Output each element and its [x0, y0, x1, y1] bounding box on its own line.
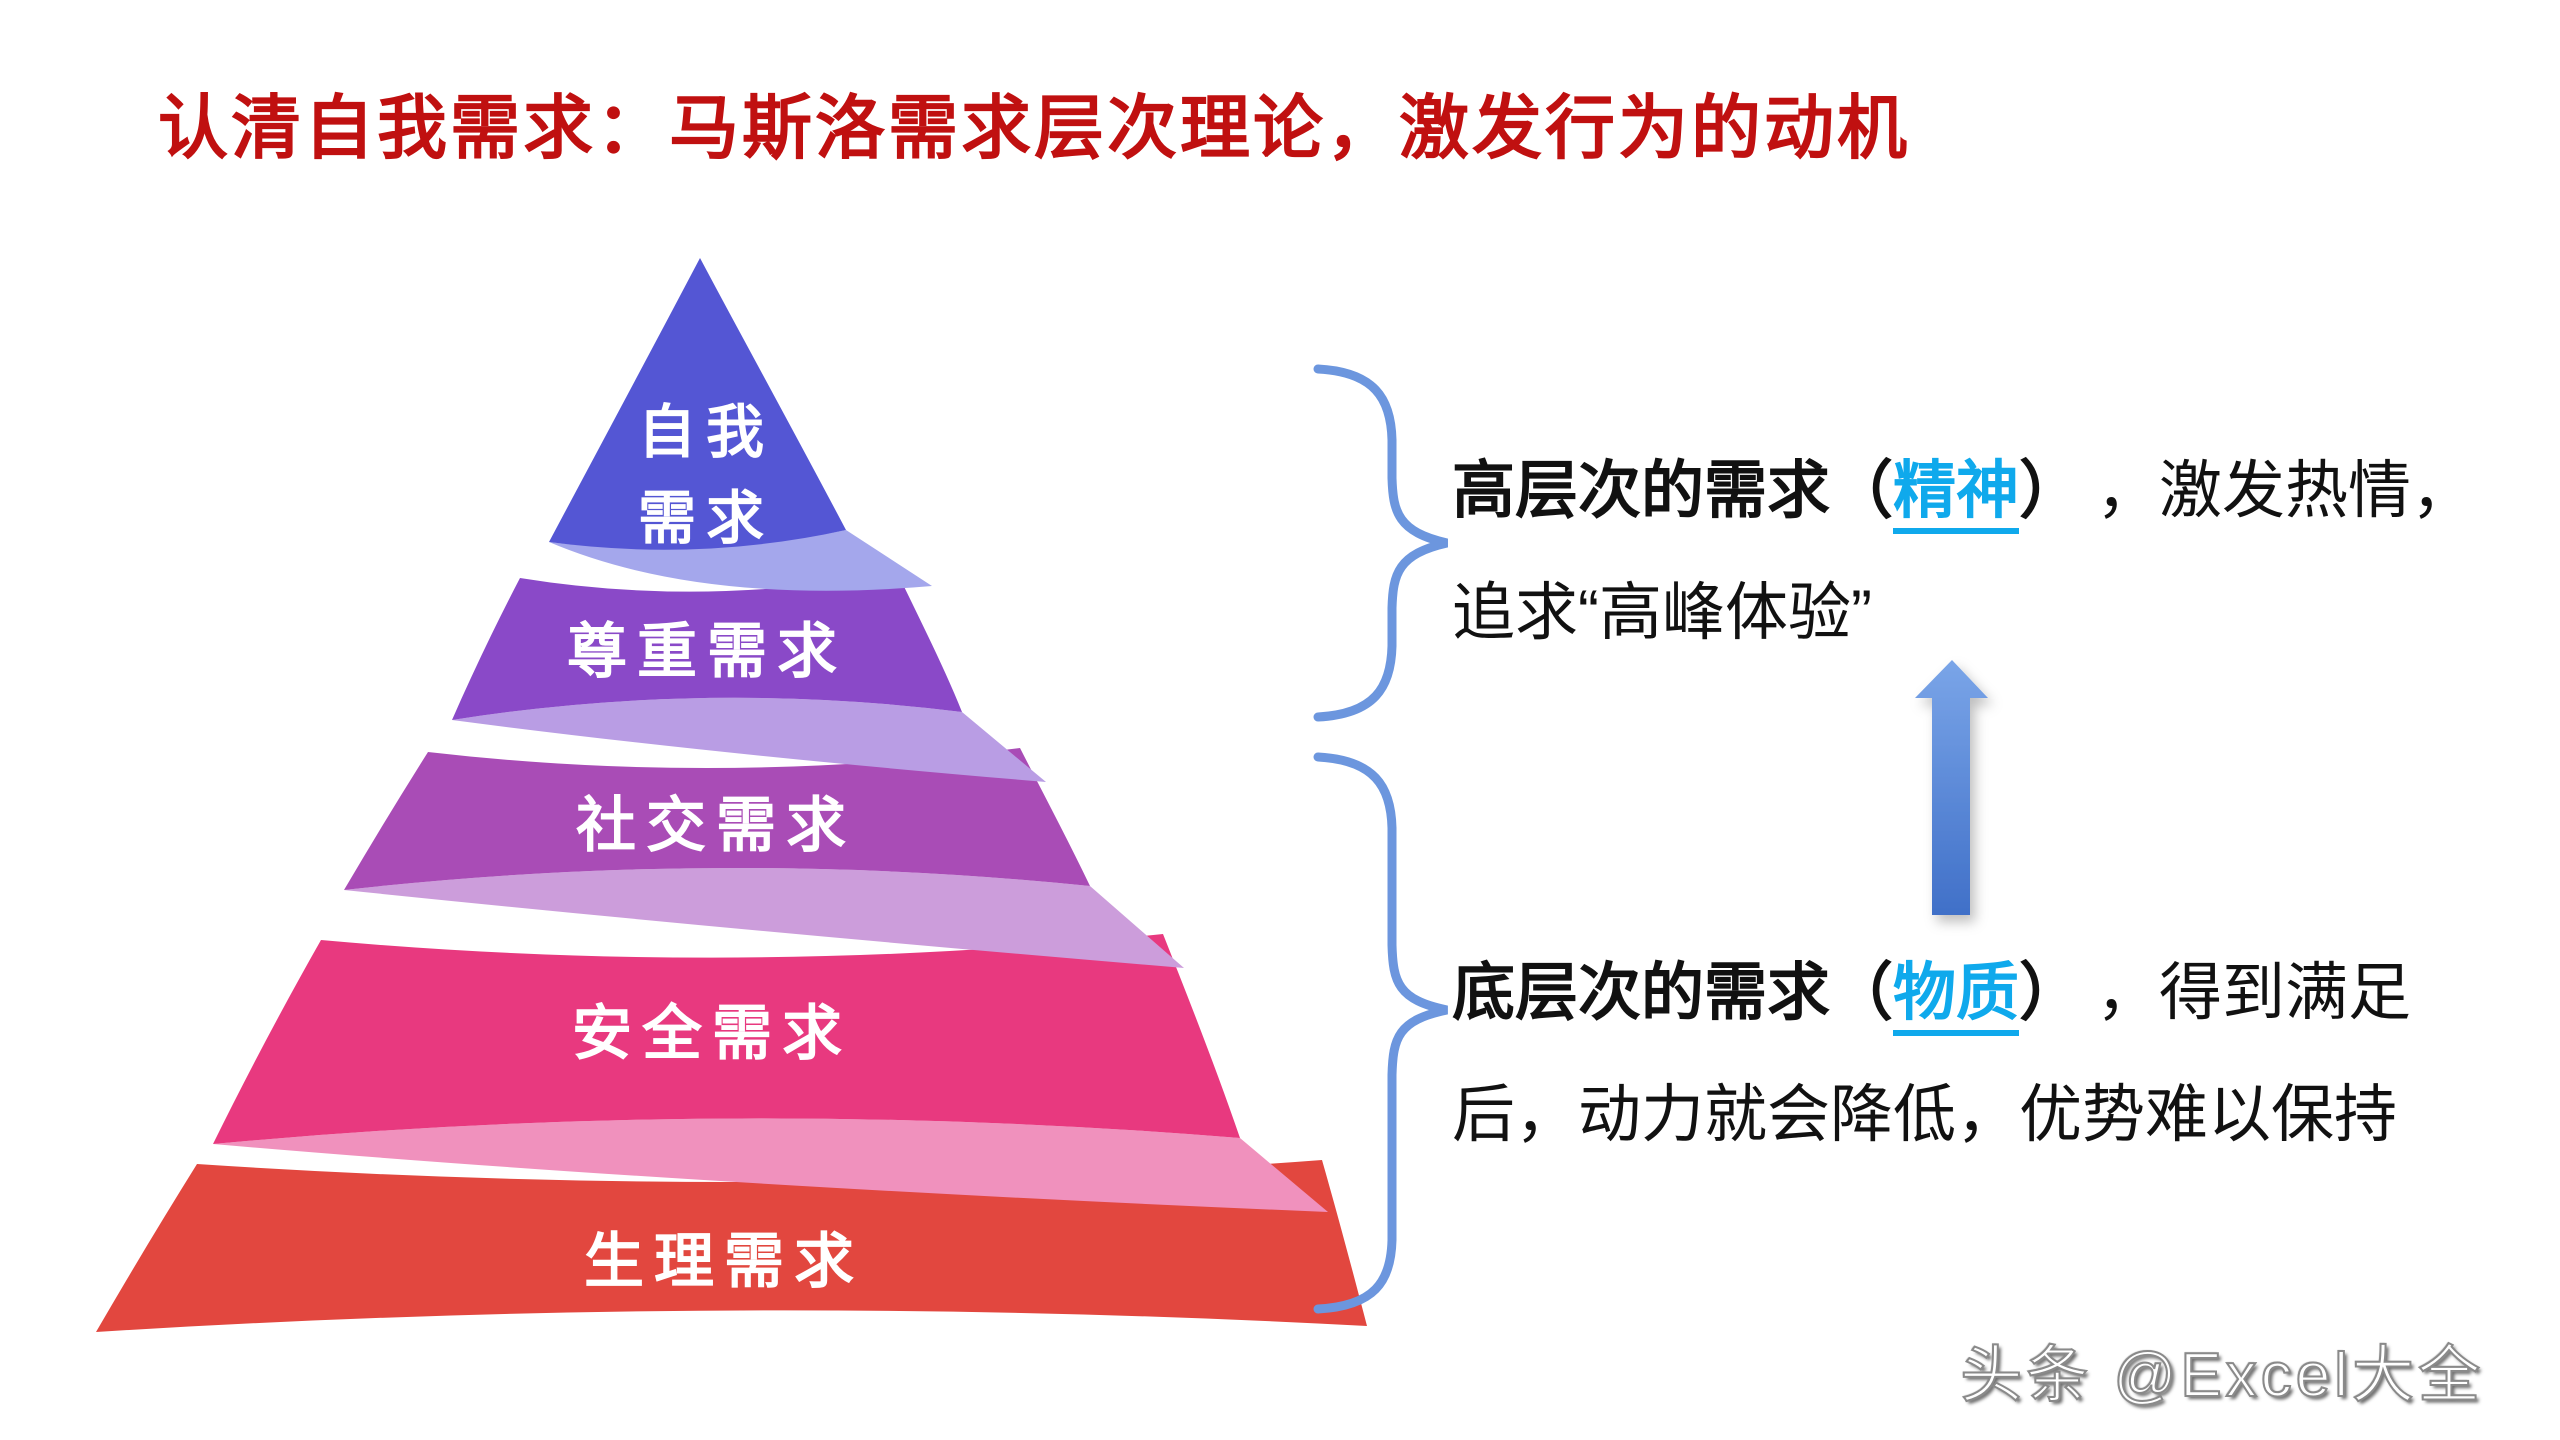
note-low-rest: ，得到满足	[2096, 958, 2411, 1028]
pyramid-level-social	[344, 748, 1090, 890]
level-label-self-line1: 自我	[638, 400, 774, 465]
pyramid-level-safety	[213, 934, 1240, 1144]
note-low-line2: 后，动力就会降低，优势难以保持	[1452, 1080, 2397, 1150]
level-label-self-line2: 需求	[638, 486, 774, 551]
page-title: 认清自我需求：马斯洛需求层次理论，激发行为的动机	[158, 89, 1910, 167]
link-spirit: 精神	[1893, 456, 2019, 534]
pyramid-shadow-self	[549, 530, 932, 591]
level-label-social: 社交需求	[576, 792, 856, 859]
link-material: 物质	[1893, 958, 2019, 1036]
note-low-level-needs: 底层次的需求（物质），得到满足 后，动力就会降低，优势难以保持	[1452, 932, 2411, 1176]
note-high-bold-close: ）	[2019, 456, 2082, 526]
pyramid-level-self	[549, 258, 846, 550]
note-high-line2: 追求“高峰体验”	[1452, 578, 1872, 648]
bottom-brace-icon	[1313, 752, 1448, 1314]
note-high-level-needs: 高层次的需求（精神），激发热情， 追求“高峰体验”	[1452, 430, 2474, 674]
pyramid-level-physiological	[96, 1160, 1367, 1332]
note-low-line1: 底层次的需求（物质），得到满足	[1452, 932, 2411, 1054]
up-arrow-icon	[1915, 660, 1988, 915]
watermark: 头条 @Excel大全	[1959, 1340, 2484, 1411]
pyramid-shadow-safety	[213, 1118, 1328, 1212]
pyramid-level-esteem	[452, 572, 962, 720]
note-high-bold-open: 高层次的需求（	[1452, 456, 1893, 526]
level-label-esteem: 尊重需求	[567, 618, 847, 685]
note-high-line1: 高层次的需求（精神），激发热情，	[1452, 430, 2474, 552]
pyramid-shadow-esteem	[452, 697, 1046, 782]
level-label-safety: 安全需求	[572, 1000, 852, 1067]
note-high-rest: ，激发热情，	[2096, 456, 2474, 526]
note-low-bold-close: ）	[2019, 958, 2082, 1028]
level-label-physiological: 生理需求	[584, 1228, 864, 1295]
pyramid-shadow-social	[344, 867, 1184, 968]
note-low-bold-open: 底层次的需求（	[1452, 958, 1893, 1028]
top-brace-icon	[1313, 364, 1448, 722]
